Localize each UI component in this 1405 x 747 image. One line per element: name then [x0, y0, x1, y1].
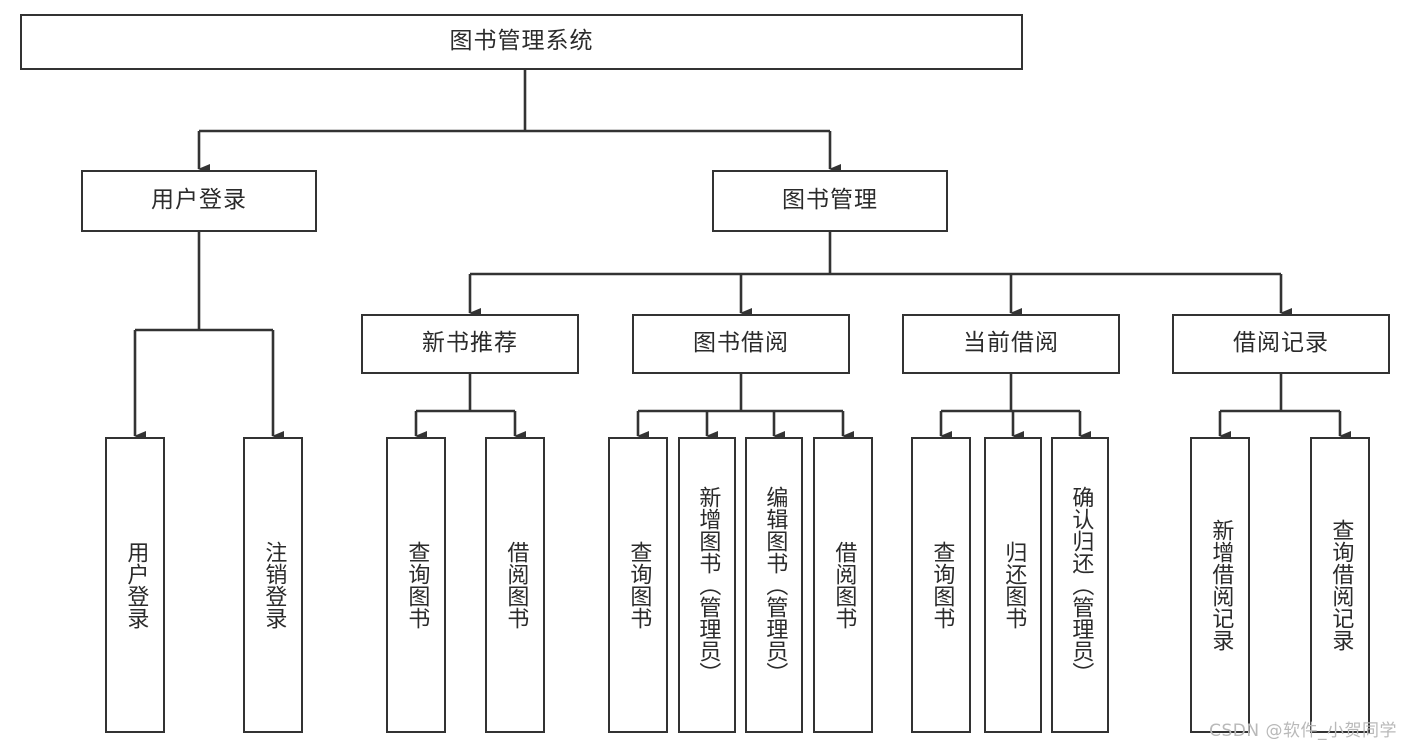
node-label: 用户登录 — [123, 541, 149, 629]
node-leaf-query-book-current[interactable]: 查询图书 — [911, 437, 971, 733]
node-label: 编辑图书（管理员） — [762, 486, 788, 684]
node-leaf-logout[interactable]: 注销登录 — [243, 437, 303, 733]
node-label: 查询借阅记录 — [1328, 519, 1354, 651]
node-leaf-borrow-book-recommend[interactable]: 借阅图书 — [485, 437, 545, 733]
node-book-borrowing[interactable]: 图书借阅 — [632, 314, 850, 374]
node-leaf-query-book-borrowing[interactable]: 查询图书 — [608, 437, 668, 733]
node-leaf-confirm-return-admin[interactable]: 确认归还（管理员） — [1051, 437, 1109, 733]
node-label: 图书借阅 — [693, 330, 789, 357]
node-leaf-query-borrow-record[interactable]: 查询借阅记录 — [1310, 437, 1370, 733]
node-current-borrowing[interactable]: 当前借阅 — [902, 314, 1120, 374]
node-label: 新增图书（管理员） — [695, 486, 721, 684]
node-root-system[interactable]: 图书管理系统 — [20, 14, 1023, 70]
node-leaf-add-borrow-record[interactable]: 新增借阅记录 — [1190, 437, 1250, 733]
node-new-book-recommendation[interactable]: 新书推荐 — [361, 314, 579, 374]
node-label: 借阅图书 — [503, 541, 529, 629]
node-leaf-return-book[interactable]: 归还图书 — [984, 437, 1042, 733]
node-book-management[interactable]: 图书管理 — [712, 170, 948, 232]
node-label: 注销登录 — [261, 541, 287, 629]
node-label: 新增借阅记录 — [1208, 519, 1234, 651]
node-label: 查询图书 — [929, 541, 955, 629]
node-label: 图书管理系统 — [449, 28, 594, 55]
node-label: 用户登录 — [151, 187, 247, 214]
node-leaf-user-login[interactable]: 用户登录 — [105, 437, 165, 733]
node-leaf-query-book-recommend[interactable]: 查询图书 — [386, 437, 446, 733]
node-label: 查询图书 — [626, 541, 652, 629]
node-user-login[interactable]: 用户登录 — [81, 170, 317, 232]
node-leaf-add-book-admin[interactable]: 新增图书（管理员） — [678, 437, 736, 733]
node-label: 借阅记录 — [1233, 330, 1329, 357]
csdn-watermark: CSDN @软件_小贺同学 — [1209, 721, 1397, 741]
node-label: 借阅图书 — [831, 541, 857, 629]
node-label: 新书推荐 — [422, 330, 518, 357]
node-label: 当前借阅 — [963, 330, 1059, 357]
node-label: 归还图书 — [1001, 541, 1027, 629]
node-leaf-edit-book-admin[interactable]: 编辑图书（管理员） — [745, 437, 803, 733]
node-label: 图书管理 — [782, 187, 878, 214]
node-label: 确认归还（管理员） — [1068, 486, 1094, 684]
node-leaf-borrow-book[interactable]: 借阅图书 — [813, 437, 873, 733]
node-label: 查询图书 — [404, 541, 430, 629]
node-borrowing-record[interactable]: 借阅记录 — [1172, 314, 1390, 374]
